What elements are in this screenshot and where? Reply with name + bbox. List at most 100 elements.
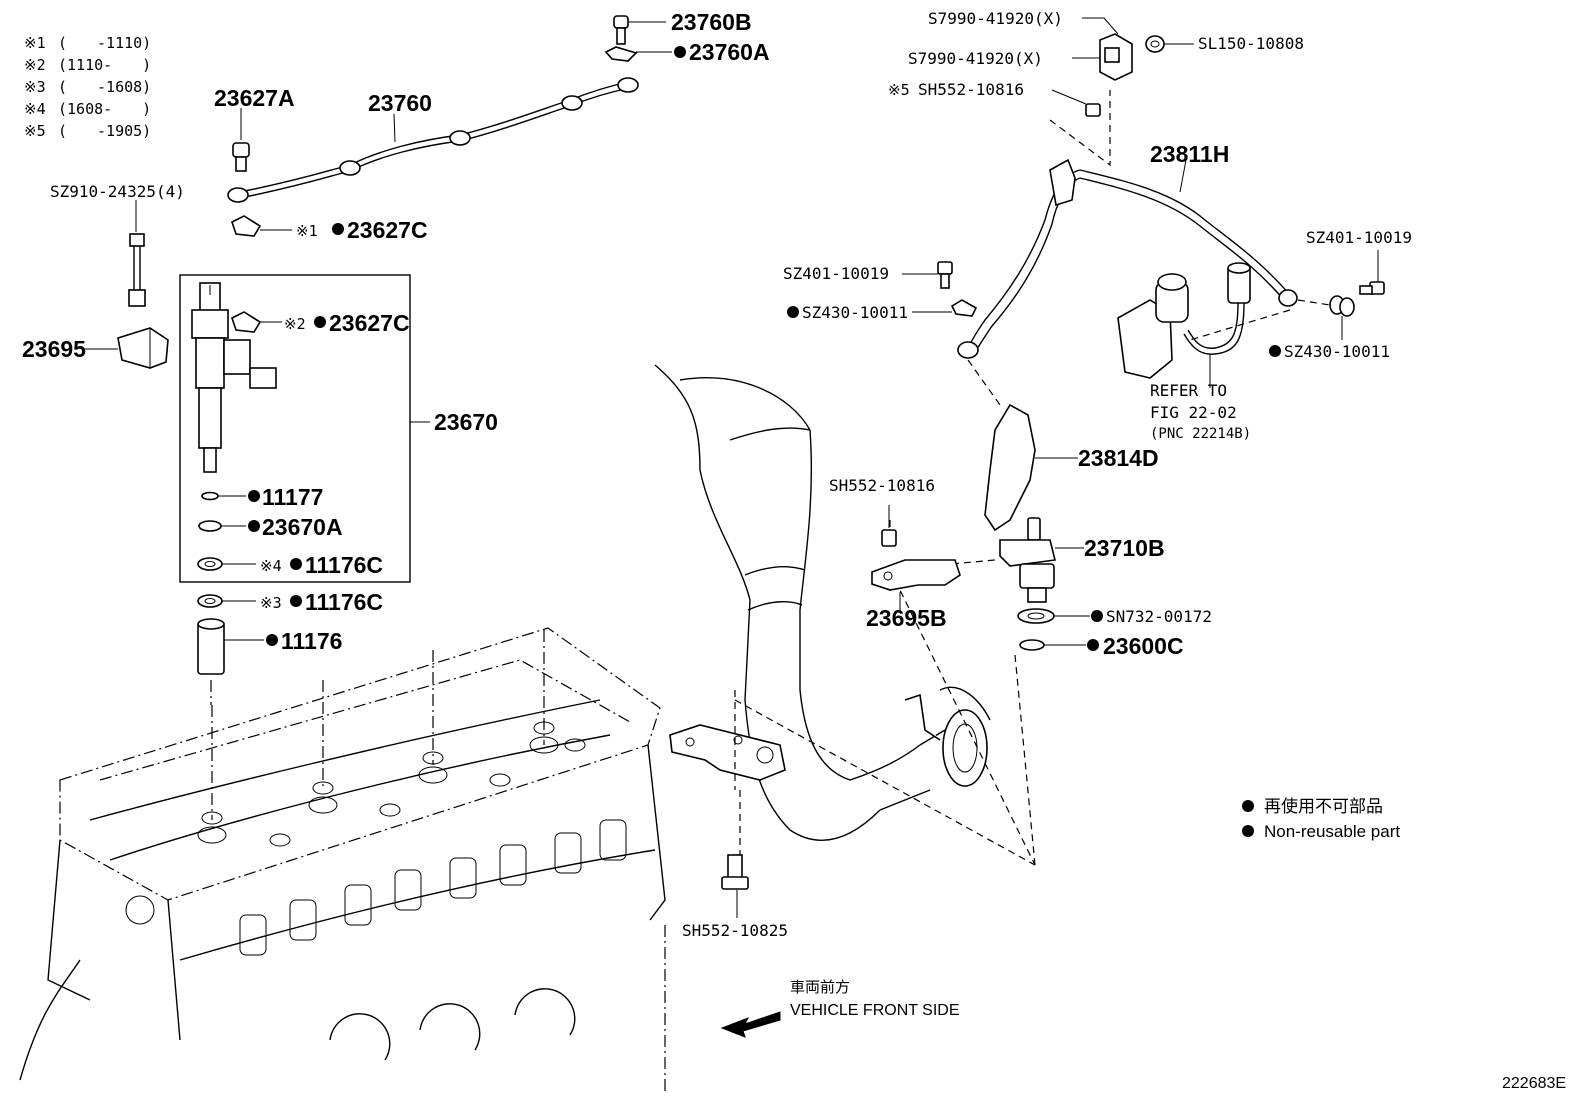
bolt-sh552-top <box>1085 103 1101 117</box>
bolt-23760B-shank <box>616 27 626 45</box>
note-3-range: ( -1608) <box>58 78 151 96</box>
bolt-sh552-10825 <box>721 854 749 918</box>
leader-23811H <box>1179 159 1187 193</box>
applicability-marks: ※1 ※2 ※4 ※3 ※5 <box>260 81 910 612</box>
legend-dot-en <box>1242 825 1254 837</box>
dash-diagonal-to-sensor <box>734 699 1036 866</box>
bracket-hole-3 <box>756 746 774 764</box>
label-sz401-left: SZ401-10019 <box>783 264 889 283</box>
non-reusable-dot-23627C-1 <box>332 223 344 235</box>
block-arc-2 <box>419 1003 481 1051</box>
non-reusable-dot-11176C-3 <box>290 595 302 607</box>
label-sl150: SL150-10808 <box>1198 34 1304 53</box>
leader-sh552-top <box>1051 89 1087 105</box>
injector-inlet-block <box>223 339 251 375</box>
dash-sensor-diagonal <box>894 579 1036 866</box>
washer-11176C-3-hole <box>204 598 216 604</box>
injector-nozzle <box>203 447 217 473</box>
exhaust-sensor-tip <box>1027 517 1041 541</box>
valve-hole-3 <box>489 773 511 787</box>
label-23600C: 23600C <box>1103 633 1184 659</box>
label-sh552-mid: SH552-10816 <box>829 476 935 495</box>
exhaust-pipe-illustration <box>654 364 1036 866</box>
exhaust-sensor-thread <box>1027 587 1047 603</box>
dash-right-guides <box>1189 299 1331 341</box>
pipe-joint-3 <box>561 95 583 111</box>
bolt-sz401-left-shank <box>940 273 950 289</box>
label-s7990-mid: S7990-41920(X) <box>908 49 1043 68</box>
pipe-end-left <box>957 341 979 359</box>
small-callout-labels: SZ910-24325(4) S7990-41920(X) S7990-4192… <box>50 9 1412 940</box>
bolt-23627A-head <box>232 142 250 158</box>
head-right-edge <box>647 744 666 921</box>
sensor-hose-edge <box>1183 302 1245 355</box>
port-4 <box>394 869 422 911</box>
leader-23760 <box>393 113 396 143</box>
legend: 再使用不可部品 Non-reusable part <box>1242 796 1400 841</box>
bore-1 <box>197 826 227 844</box>
label-23627A: 23627A <box>214 85 295 111</box>
label-sz430-left: SZ430-10011 <box>802 303 908 322</box>
valve-hole-2 <box>379 803 401 817</box>
vehicle-front-indicator: 車両前方 VEHICLE FRONT SIDE <box>720 979 960 1038</box>
label-23710B: 23710B <box>1084 535 1165 561</box>
label-23695: 23695 <box>22 336 86 362</box>
non-reusable-dot-23760A <box>674 46 686 58</box>
sensor-pipe-right-edge <box>1079 177 1285 301</box>
non-reusable-dot-11176C-4 <box>290 558 302 570</box>
label-11176C-3: 11176C <box>305 589 383 615</box>
note-5-mark: ※5 <box>24 122 46 140</box>
pipe-joint-1 <box>339 160 361 176</box>
port-1 <box>239 914 267 956</box>
port-7 <box>554 832 582 874</box>
valve-hole-1 <box>269 833 291 847</box>
dash-pipe-to-sensor <box>967 359 1001 406</box>
bore-3 <box>418 766 448 784</box>
non-reusable-dot-sz430-right <box>1269 345 1281 357</box>
pipe-left-edge <box>699 469 751 701</box>
nut-sl150 <box>1145 35 1165 53</box>
pipe-mount-bracket <box>669 724 786 781</box>
bore-3b <box>422 751 444 765</box>
exhaust-sensor-flange <box>999 539 1056 567</box>
front-arrow-icon <box>720 1011 781 1038</box>
pipe-outlet-edges <box>879 729 946 811</box>
label-23760B: 23760B <box>671 9 752 35</box>
bolt-sh552-10825-shank <box>727 854 743 880</box>
label-23627C-1: 23627C <box>347 217 428 243</box>
oring-23670A <box>198 520 222 532</box>
label-23814D: 23814D <box>1078 445 1159 471</box>
pipe-band-2 <box>744 566 806 576</box>
valve-hole-4 <box>564 738 586 752</box>
head-inner-outline <box>99 659 631 781</box>
sensor-hose <box>1187 302 1239 349</box>
head-top-contour <box>89 699 601 821</box>
mark-4: ※4 <box>260 557 282 575</box>
pipe-band-3 <box>747 601 803 611</box>
pipe-top-left-edge <box>654 364 701 471</box>
dash-bracket-to-sensor <box>939 559 996 566</box>
sensor-connector-top <box>1227 262 1251 274</box>
pipe-end-fitting <box>227 187 249 203</box>
mark-3: ※3 <box>260 594 282 612</box>
note-1-range: ( -1110) <box>58 34 151 52</box>
note-1-mark: ※1 <box>24 34 46 52</box>
label-23811H: 23811H <box>1150 141 1229 167</box>
washer-11176C-3 <box>197 594 223 608</box>
oring-11177 <box>201 491 219 501</box>
bolt-sh552-mid <box>881 529 897 547</box>
figure-id: 222683E <box>1502 1075 1566 1092</box>
injector-head <box>191 309 229 339</box>
port-5 <box>449 857 477 899</box>
label-sh552-top: SH552-10816 <box>918 80 1024 99</box>
non-reusable-dot-23600C <box>1087 639 1099 651</box>
legend-dot-jp <box>1242 800 1254 812</box>
label-23760A: 23760A <box>689 39 770 65</box>
pipe-outlet-rim <box>939 686 991 721</box>
port-6 <box>499 844 527 886</box>
pipe-outlet-flange <box>942 709 988 787</box>
label-sh552-bottom: SH552-10825 <box>682 921 788 940</box>
callout-labels: 23760B 23760A 23627A 23760 23627C 23627C… <box>22 9 1229 659</box>
pressure-sensor-cap <box>1157 273 1187 291</box>
